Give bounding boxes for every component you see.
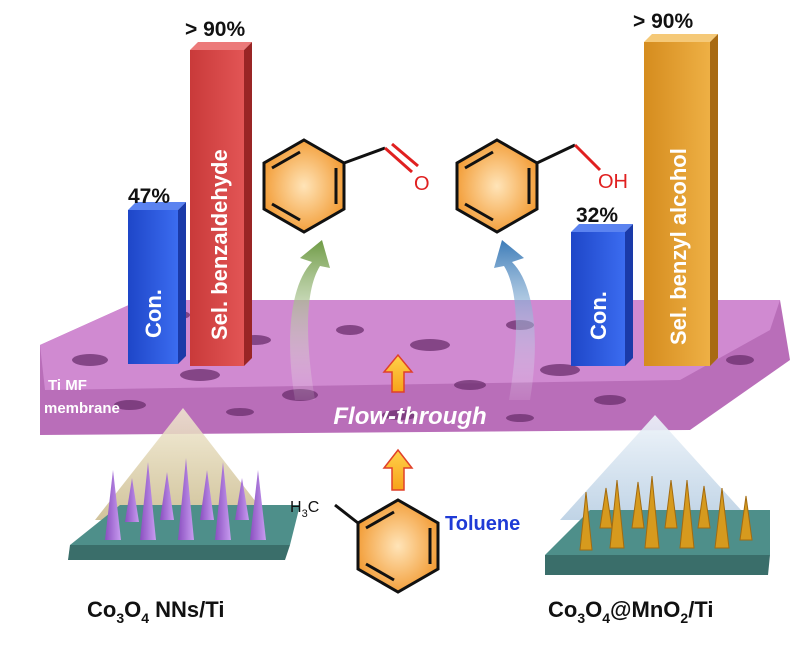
- methyl-group-label: H3C: [290, 499, 319, 520]
- left-conversion-value: 47%: [128, 185, 170, 208]
- flow-through-label: Flow-through: [333, 403, 486, 430]
- membrane-label-line2: membrane: [44, 400, 120, 417]
- left-catalyst-label: Co3O4 NNs/Ti: [87, 597, 224, 626]
- membrane-label-line1: Ti MF: [48, 377, 87, 394]
- left-selectivity-value: > 90%: [185, 18, 245, 41]
- right-catalyst-image: [545, 475, 770, 575]
- left-catalyst-image: [68, 458, 300, 560]
- right-catalyst-label: Co3O4@MnO2/Ti: [548, 597, 713, 626]
- upper-flow-arrow: [382, 353, 414, 393]
- left-beam: [95, 408, 270, 520]
- right-selectivity-bar: [644, 34, 718, 366]
- left-selectivity-bar: [190, 42, 252, 366]
- benzaldehyde-molecule: [262, 138, 419, 234]
- toluene-molecule: [334, 498, 440, 594]
- benzyl-alcohol-molecule: [455, 138, 602, 234]
- right-selectivity-label: Sel. benzyl alcohol: [666, 148, 691, 345]
- right-selectivity-value: > 90%: [633, 10, 693, 33]
- left-conversion-label: Con.: [141, 289, 166, 338]
- lower-flow-arrow: [382, 448, 414, 491]
- toluene-label: Toluene: [445, 513, 520, 535]
- aldehyde-oxygen: O: [414, 173, 430, 195]
- blue-curved-arrow: [494, 240, 535, 400]
- left-conversion-bar: [128, 202, 186, 364]
- green-curved-arrow: [290, 240, 330, 400]
- right-conversion-label: Con.: [586, 291, 611, 340]
- right-conversion-value: 32%: [576, 204, 618, 227]
- left-selectivity-label: Sel. benzaldehyde: [207, 149, 232, 340]
- alcohol-hydroxyl: OH: [598, 171, 628, 193]
- right-conversion-bar: [571, 224, 633, 366]
